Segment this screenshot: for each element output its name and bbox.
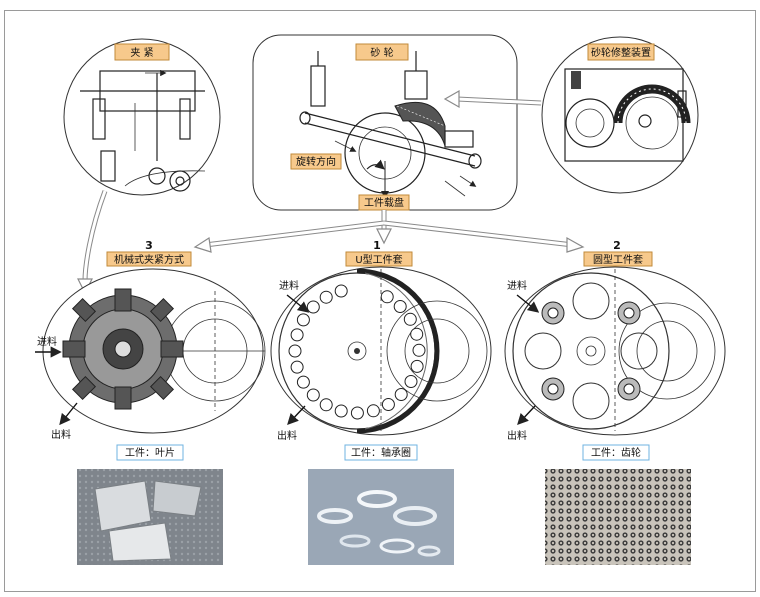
mode3-number: 3: [145, 239, 153, 252]
mode1-feed-out: 出料: [277, 429, 297, 442]
mode1-number: 1: [373, 239, 381, 252]
mode3-feed-in: 进料: [37, 335, 57, 348]
sleeve-hole: [296, 313, 310, 327]
sleeve-hole: [306, 300, 320, 314]
sleeve-hole: [290, 328, 304, 342]
sleeve-hole: [290, 360, 304, 374]
clamp-tag: 夹 紧: [114, 43, 170, 61]
process-diagram: 夹 紧 砂 轮 旋转方向 工件载盘: [35, 34, 726, 565]
sleeve-hole: [394, 388, 408, 401]
rotation-direction-label: 旋转方向: [296, 155, 336, 168]
mode1-sleeve-holes: [288, 284, 426, 420]
mode2-feed-out: 出料: [507, 429, 527, 442]
sleeve-hole: [403, 312, 417, 326]
sleeve-hole: [288, 344, 302, 358]
workpiece-gear-label: 工件：齿轮: [591, 446, 641, 459]
sleeve-hole: [350, 406, 364, 420]
grinding-wheel-box: [252, 34, 518, 211]
caption-bearing: 工件：轴承圈: [344, 444, 418, 461]
dresser-detail-circle: [541, 36, 699, 194]
mode3-title: 机械式夹紧方式: [114, 253, 184, 266]
sleeve-hole: [296, 375, 310, 389]
mode1-title: U型工件套: [355, 253, 402, 266]
mode2-number: 2: [613, 239, 621, 252]
mode2-panel: 2 圆型工件套 进料 出料: [504, 239, 726, 442]
sleeve-hole: [404, 375, 418, 388]
rotation-direction-tag: 旋转方向: [290, 153, 342, 170]
sleeve-hole: [380, 290, 394, 304]
sleeve-hole: [319, 290, 333, 304]
grinding-wheel-tag: 砂 轮: [355, 43, 409, 61]
sleeve-hole: [381, 398, 395, 411]
sleeve-hole: [334, 284, 348, 298]
diagram-frame: 夹 紧 砂 轮 旋转方向 工件载盘: [4, 10, 756, 592]
dresser-label: 砂轮修整装置: [591, 46, 651, 59]
photo-bearing: [308, 469, 454, 565]
connector-arrows: [77, 89, 585, 295]
dresser-tag: 砂轮修整装置: [587, 43, 655, 61]
caption-blade: 工件：叶片: [116, 444, 184, 461]
sleeve-hole: [393, 300, 407, 313]
photo-gear: [545, 469, 691, 565]
mode1-feed-in: 进料: [279, 279, 299, 292]
work-carrier-label: 工件载盘: [364, 196, 404, 209]
mode1-panel: 1 U型工件套 进料 出料: [270, 239, 492, 442]
sleeve-hole: [412, 343, 426, 357]
photo-blade: [77, 469, 223, 565]
sleeve-hole: [410, 327, 424, 341]
mode3-panel: 3 机械式夹紧方式 进料 出料: [35, 239, 266, 441]
clamp-label: 夹 紧: [130, 46, 153, 59]
mode2-feed-in: 进料: [507, 279, 527, 292]
sleeve-hole: [306, 388, 320, 402]
clamp-detail-circle: [63, 38, 221, 196]
sleeve-hole: [319, 398, 333, 412]
mode2-title: 圆型工件套: [593, 253, 643, 266]
sleeve-hole: [410, 359, 424, 373]
sleeve-hole: [334, 404, 348, 418]
work-carrier-tag: 工件载盘: [358, 194, 410, 211]
mode3-feed-out: 出料: [51, 428, 71, 441]
grinding-wheel-label: 砂 轮: [370, 46, 393, 59]
caption-gear: 工件：齿轮: [582, 444, 650, 461]
workpiece-bearing-label: 工件：轴承圈: [351, 446, 411, 459]
sleeve-hole: [366, 404, 380, 418]
workpiece-blade-label: 工件：叶片: [125, 446, 175, 459]
